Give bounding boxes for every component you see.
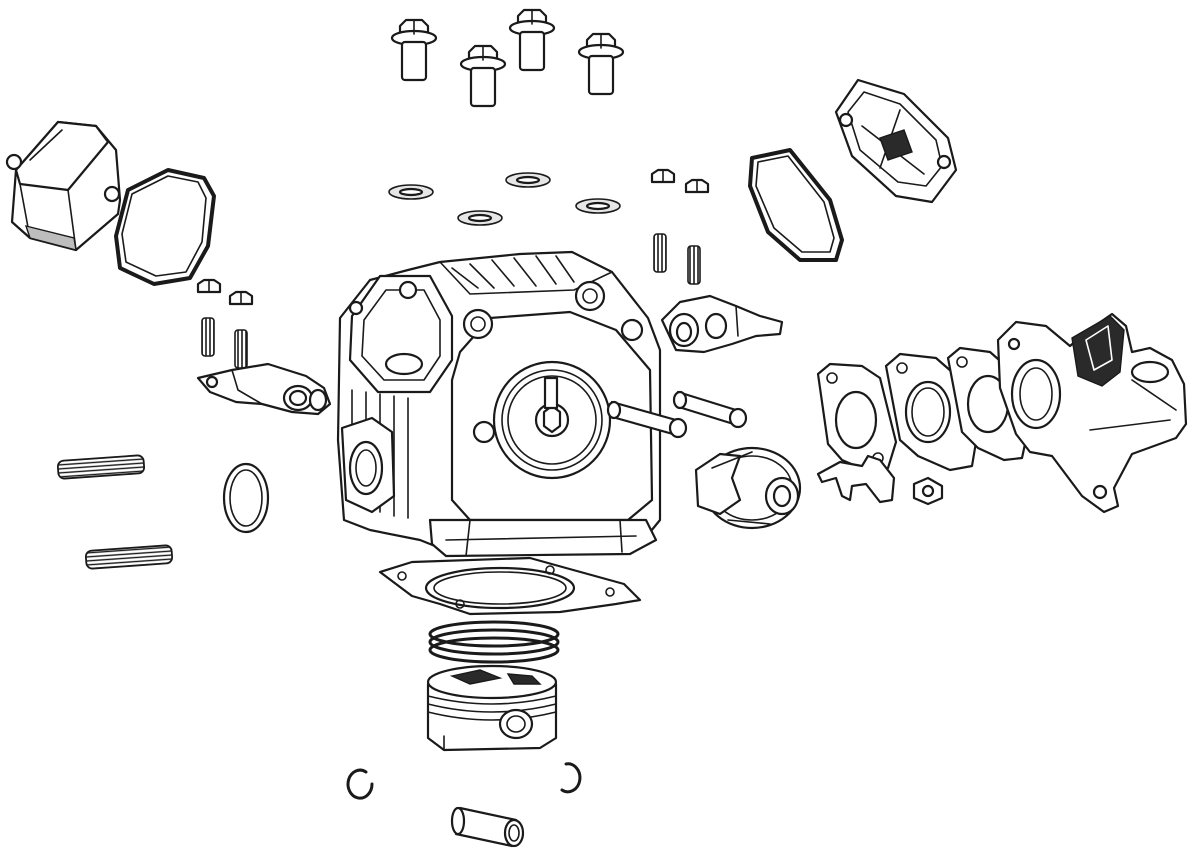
flat-washer <box>457 210 503 226</box>
short-stud <box>653 233 667 273</box>
piston-ring-set <box>428 620 560 664</box>
circlip <box>346 768 374 800</box>
long-stud <box>56 454 146 480</box>
cam-sprocket <box>492 360 612 480</box>
rocker-shaft <box>672 390 748 429</box>
o-ring <box>222 462 270 534</box>
head-gasket <box>378 556 642 616</box>
valve-cover <box>834 78 958 204</box>
rocker-arm <box>196 362 332 416</box>
bracket <box>816 454 896 504</box>
short-stud <box>201 317 215 357</box>
flat-washer <box>388 184 434 200</box>
circlip <box>560 762 582 794</box>
flat-washer <box>575 198 621 214</box>
small-nut <box>196 278 222 294</box>
small-bolt <box>912 476 944 506</box>
flange-bolt <box>459 44 507 108</box>
intake-manifold <box>996 312 1188 514</box>
rocker-shaft <box>606 400 688 439</box>
flat-washer <box>505 172 551 188</box>
piston-pin <box>450 806 525 848</box>
small-nut <box>684 178 710 194</box>
intake-gasket <box>816 362 898 474</box>
long-stud <box>84 544 174 570</box>
short-stud <box>234 329 248 369</box>
valve-cover-gasket <box>114 168 216 286</box>
valve-cover <box>5 120 122 252</box>
flange-bolt <box>577 32 625 96</box>
cylinder-head <box>336 250 662 558</box>
flange-bolt <box>508 8 556 72</box>
piston <box>426 664 558 752</box>
short-stud <box>687 245 701 285</box>
rocker-arm <box>660 294 784 354</box>
flange-bolt <box>390 18 438 82</box>
small-nut <box>650 168 676 184</box>
valve-cover-gasket <box>748 148 844 262</box>
small-nut <box>228 290 254 306</box>
oil-seal <box>694 446 802 530</box>
